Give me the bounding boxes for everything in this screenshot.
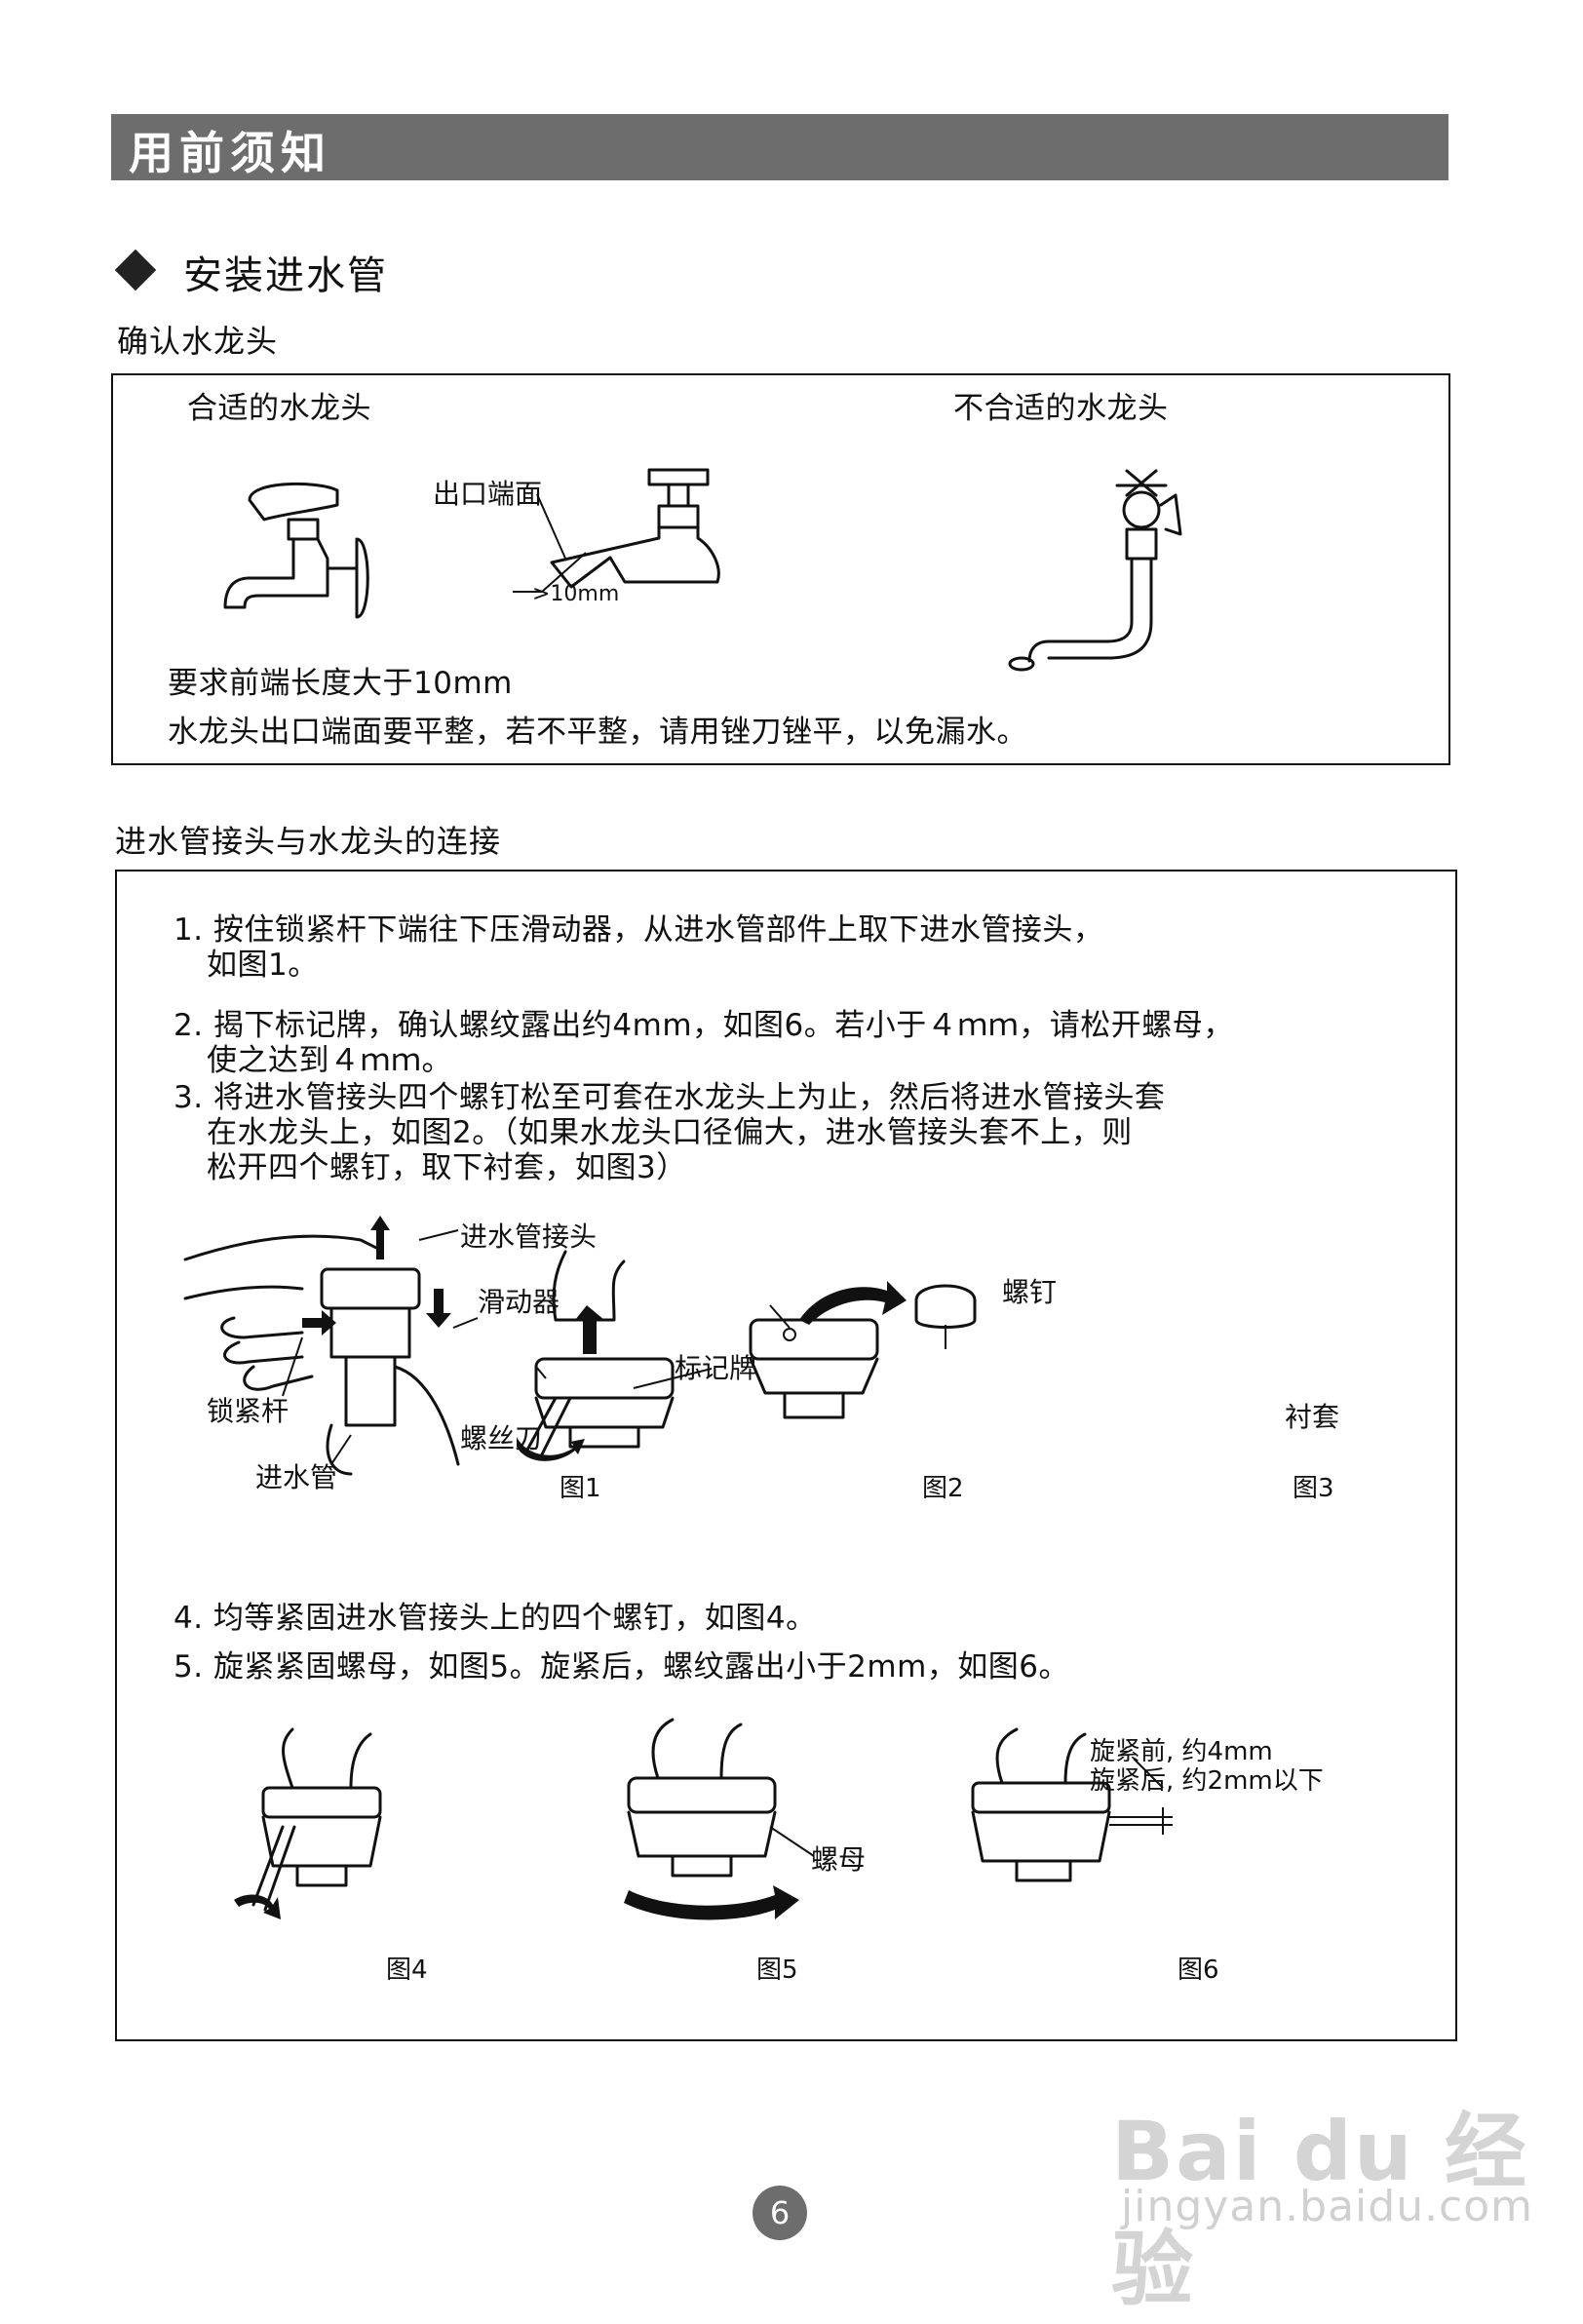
step-5: 5. 旋紧紧固螺母，如图5。旋紧后，螺纹露出小于2mm，如图6。 <box>174 1649 1069 1685</box>
fig2-label-screwdriver: 螺丝刀 <box>460 1422 543 1454</box>
fig6-label-before: 旋紧前, 约4mm <box>1090 1737 1273 1766</box>
fig1-label-lever: 锁紧杆 <box>207 1395 290 1427</box>
suitable-faucet-label: 合适的水龙头 <box>187 391 371 426</box>
fig6-label-after: 旋紧后, 约2mm以下 <box>1090 1766 1324 1796</box>
header-bar: 用前须知 <box>111 114 1448 180</box>
fig6-illustration <box>971 1727 1173 1882</box>
outlet-face-label: 出口端面 <box>433 478 543 510</box>
fig1-illustration <box>183 1216 479 1476</box>
connection-box: 1. 按住锁紧杆下端往下压滑动器，从进水管部件上取下进水管接头， 如图1。 2.… <box>115 870 1457 2041</box>
fig1-label-connector: 进水管接头 <box>460 1220 598 1253</box>
watermark-logo: Bai du 经验 <box>1111 2104 1528 2317</box>
fig4-caption: 图4 <box>386 1956 428 1985</box>
fig3-label-screw: 螺钉 <box>1002 1276 1058 1308</box>
fig1-label-hose: 进水管 <box>255 1461 338 1493</box>
faucet-check-subtitle: 确认水龙头 <box>117 323 279 360</box>
step-4: 4. 均等紧固进水管接头上的四个螺钉，如图4。 <box>174 1601 817 1636</box>
connection-subtitle: 进水管接头与水龙头的连接 <box>115 823 502 860</box>
watermark-url: jingyan.baidu.com <box>1121 2182 1534 2231</box>
step-2-line-1: 2. 揭下标记牌，确认螺纹露出约4mm，如图6。若小于４ｍｍ，请松开螺母， <box>174 1008 1234 1043</box>
fig1-caption: 图1 <box>560 1474 601 1503</box>
fig5-illustration <box>624 1718 815 1920</box>
step-3-line-1: 3. 将进水管接头四个螺钉松至可套在水龙头上为止，然后将进水管接头套 <box>174 1080 1166 1115</box>
faucet-check-box: 合适的水龙头 不合适的水龙头 出口端面 >10mm 要求前端长度大于10mm 水… <box>111 373 1450 765</box>
suitable-faucet-1-icon <box>223 483 369 619</box>
suitable-faucet-2-icon <box>513 468 720 593</box>
fig3-illustration <box>749 1281 977 1419</box>
length-label: >10mm <box>532 582 620 606</box>
fig2-label-tag: 标记牌 <box>675 1352 757 1384</box>
fig5-caption: 图5 <box>756 1956 798 1985</box>
fig2-caption: 图2 <box>922 1474 964 1503</box>
step-2-line-2: 使之达到４ｍｍ。 <box>207 1043 452 1078</box>
faucet-note-2: 水龙头出口端面要平整，若不平整，请用锉刀锉平，以免漏水。 <box>168 715 1027 750</box>
fig6-caption: 图6 <box>1178 1956 1219 1985</box>
unsuitable-faucet-icon <box>1008 469 1182 672</box>
fig2-illustration <box>517 1250 713 1461</box>
fig3-label-bushing: 衬套 <box>1285 1401 1340 1433</box>
diamond-bullet-icon <box>114 249 157 291</box>
fig3-caption: 图3 <box>1293 1474 1334 1503</box>
fig4-illustration <box>234 1727 382 1919</box>
section-title: 安装进水管 <box>183 253 388 298</box>
step-1-line-2: 如图1。 <box>207 948 319 983</box>
faucet-note-1: 要求前端长度大于10mm <box>168 666 513 701</box>
unsuitable-faucet-label: 不合适的水龙头 <box>953 391 1169 426</box>
step-3-line-2: 在水龙头上，如图2。（如果水龙头口径偏大，进水管接头套不上，则 <box>207 1115 1133 1150</box>
page-title: 用前须知 <box>129 127 331 179</box>
step-1-line-1: 1. 按住锁紧杆下端往下压滑动器，从进水管部件上取下进水管接头， <box>174 912 1104 948</box>
step-3-line-3: 松开四个螺钉，取下衬套，如图3） <box>207 1150 687 1185</box>
page-number: 6 <box>753 2186 807 2240</box>
fig1-label-slider: 滑动器 <box>478 1286 560 1318</box>
fig5-label-nut: 螺母 <box>811 1843 867 1876</box>
